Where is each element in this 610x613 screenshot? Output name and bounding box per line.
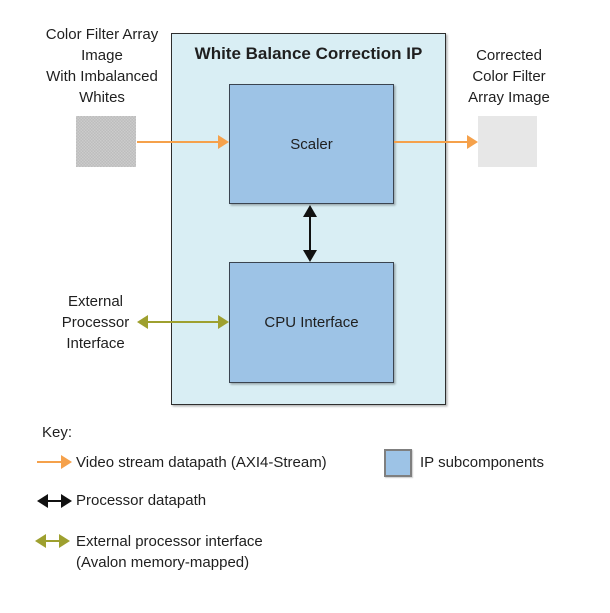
cpu-interface-block-label: CPU Interface (264, 314, 359, 331)
ip-container-title: White Balance Correction IP (194, 44, 423, 63)
input-image-label: Color Filter Array Image With Imbalanced… (45, 26, 159, 106)
legend-video-stream-arrow-icon (37, 455, 72, 469)
processor-datapath-arrow-icon (303, 205, 317, 262)
input-cfa-image-thumbnail (76, 116, 136, 167)
output-image-label: Corrected Color Filter Array Image (468, 47, 550, 106)
output-cfa-image-thumbnail (478, 116, 537, 167)
legend-video-stream-label: Video stream datapath (AXI4-Stream) (76, 454, 327, 471)
legend-external-interface-label: External processor interface (Avalon mem… (76, 533, 263, 571)
external-interface-arrow-icon (137, 315, 229, 329)
scaler-block: Scaler (229, 84, 394, 204)
video-in-arrow-icon (137, 135, 229, 149)
scaler-block-label: Scaler (290, 135, 333, 153)
cpu-interface-block: CPU Interface (229, 262, 394, 383)
legend-ip-subcomponents-label: IP subcomponents (420, 454, 544, 471)
legend-ip-subcomponent-swatch (384, 449, 412, 477)
legend-external-interface-arrow-icon (35, 534, 70, 548)
key-heading: Key: (42, 424, 73, 441)
legend-processor-datapath-label: Processor datapath (76, 492, 207, 509)
video-out-arrow-icon (394, 135, 478, 149)
legend-processor-datapath-arrow-icon (37, 494, 72, 508)
external-processor-label: External Processor Interface (61, 293, 130, 352)
